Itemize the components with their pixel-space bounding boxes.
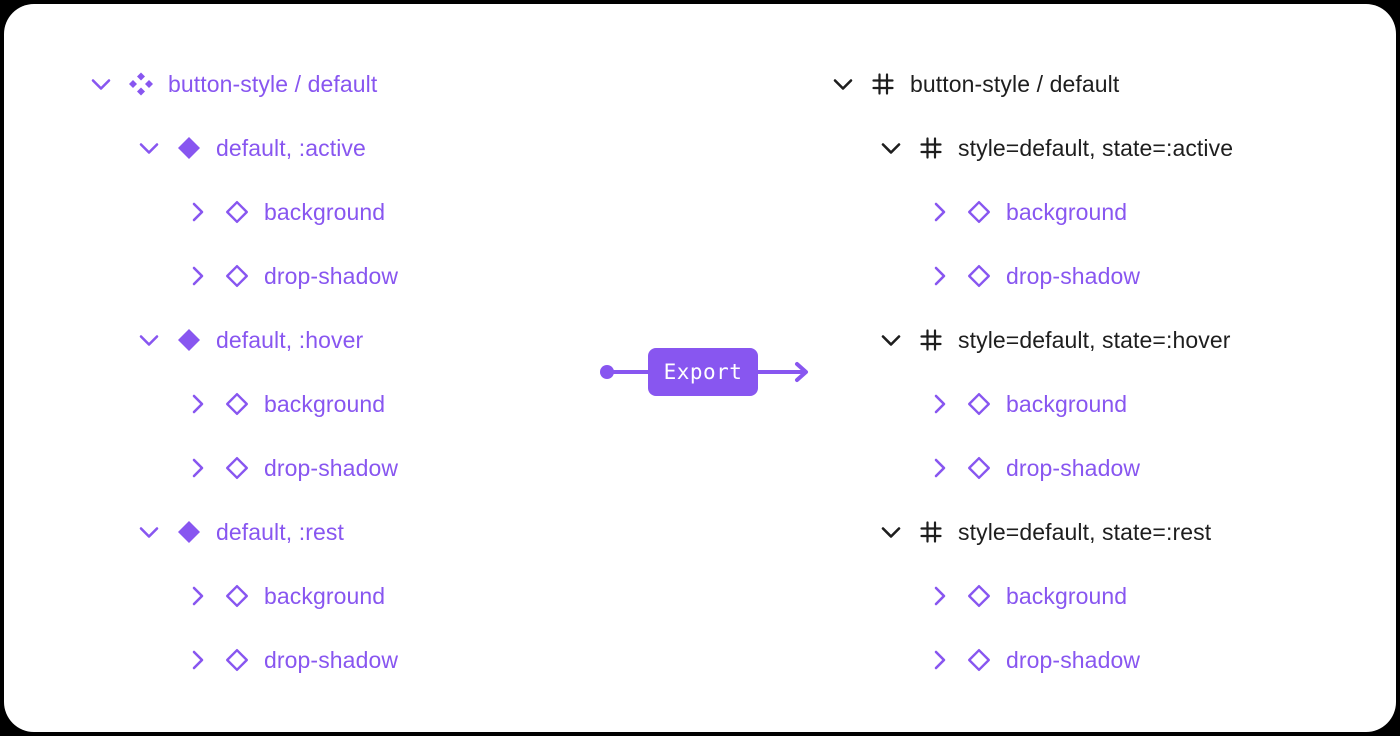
diamond-outline-icon	[226, 201, 248, 223]
export-button[interactable]: Export	[648, 348, 758, 396]
tree-columns: button-style / default default, :active ba…	[4, 4, 1396, 732]
chevron-right-icon[interactable]	[184, 583, 210, 609]
tree-row-label: drop-shadow	[264, 647, 399, 673]
tree-row[interactable]: drop-shadow	[88, 252, 608, 300]
tree-row-label: style=default, state=:rest	[958, 519, 1212, 545]
tree-row-label: background	[1006, 583, 1128, 609]
diamond-outline-icon	[968, 201, 990, 223]
chevron-right-icon[interactable]	[926, 263, 952, 289]
tree-row[interactable]: background	[88, 572, 608, 620]
arrow-right-icon	[755, 362, 808, 382]
frame-hash-icon	[920, 329, 942, 351]
chevron-down-icon[interactable]	[878, 135, 904, 161]
diamond-outline-icon	[968, 393, 990, 415]
tree-row[interactable]: drop-shadow	[830, 252, 1350, 300]
tree-row-label: background	[264, 199, 386, 225]
component-icon	[178, 329, 200, 351]
diamond-outline-icon	[968, 649, 990, 671]
diamond-outline-icon	[226, 393, 248, 415]
chevron-right-icon[interactable]	[926, 199, 952, 225]
tree-row-label: background	[1006, 199, 1128, 225]
diamond-outline-icon	[226, 585, 248, 607]
diamond-outline-icon	[968, 585, 990, 607]
tree-row[interactable]: drop-shadow	[88, 636, 608, 684]
chevron-right-icon[interactable]	[184, 199, 210, 225]
diamond-outline-icon	[226, 457, 248, 479]
export-connector: Export	[600, 348, 812, 396]
tree-row-label: drop-shadow	[264, 263, 399, 289]
component-set-icon	[129, 72, 153, 96]
chevron-right-icon[interactable]	[184, 647, 210, 673]
chevron-down-icon[interactable]	[830, 71, 856, 97]
connector-line	[613, 370, 651, 374]
tree-row-label: drop-shadow	[264, 455, 399, 481]
component-icon	[178, 137, 200, 159]
tree-row[interactable]: drop-shadow	[88, 444, 608, 492]
tree-row-label: default, :rest	[216, 519, 344, 545]
diamond-outline-icon	[226, 265, 248, 287]
tree-row[interactable]: default, :rest	[88, 508, 608, 556]
component-icon	[178, 521, 200, 543]
chevron-right-icon[interactable]	[184, 263, 210, 289]
chevron-down-icon[interactable]	[88, 71, 114, 97]
diamond-outline-icon	[226, 649, 248, 671]
tree-row[interactable]: drop-shadow	[830, 636, 1350, 684]
chevron-down-icon[interactable]	[136, 135, 162, 161]
tree-row[interactable]: drop-shadow	[830, 444, 1350, 492]
tree-row[interactable]: background	[830, 572, 1350, 620]
chevron-down-icon[interactable]	[878, 327, 904, 353]
tree-row[interactable]: style=default, state=:hover	[830, 316, 1350, 364]
diamond-outline-icon	[968, 265, 990, 287]
tree-row[interactable]: background	[830, 188, 1350, 236]
chevron-right-icon[interactable]	[926, 391, 952, 417]
tree-row-label: drop-shadow	[1006, 263, 1141, 289]
chevron-right-icon[interactable]	[926, 647, 952, 673]
tree-row-label: background	[264, 391, 386, 417]
tree-row[interactable]: background	[88, 188, 608, 236]
chevron-right-icon[interactable]	[184, 455, 210, 481]
tree-row[interactable]: style=default, state=:active	[830, 124, 1350, 172]
tree-row[interactable]: button-style / default	[830, 60, 1350, 108]
tree-row-label: background	[264, 583, 386, 609]
frame-hash-icon	[872, 73, 894, 95]
tree-row-label: style=default, state=:active	[958, 135, 1234, 161]
canvas-card: button-style / default default, :active ba…	[4, 4, 1396, 732]
chevron-down-icon[interactable]	[136, 327, 162, 353]
tree-row[interactable]: background	[88, 380, 608, 428]
tree-row[interactable]: default, :hover	[88, 316, 608, 364]
tree-row-label: drop-shadow	[1006, 455, 1141, 481]
connector-start-dot	[600, 365, 614, 379]
tree-row[interactable]: button-style / default	[88, 60, 608, 108]
chevron-right-icon[interactable]	[926, 455, 952, 481]
chevron-down-icon[interactable]	[136, 519, 162, 545]
frame-hash-icon	[920, 137, 942, 159]
exported-frame-tree: button-style / default style=default, sta…	[830, 60, 1350, 700]
chevron-right-icon[interactable]	[184, 391, 210, 417]
source-component-tree: button-style / default default, :active ba…	[88, 60, 608, 700]
tree-row[interactable]: background	[830, 380, 1350, 428]
tree-row-label: button-style / default	[168, 71, 378, 97]
chevron-right-icon[interactable]	[926, 583, 952, 609]
tree-row-label: default, :hover	[216, 327, 364, 353]
tree-row-label: default, :active	[216, 135, 366, 161]
tree-row-label: drop-shadow	[1006, 647, 1141, 673]
frame-hash-icon	[920, 521, 942, 543]
tree-row[interactable]: default, :active	[88, 124, 608, 172]
tree-row[interactable]: style=default, state=:rest	[830, 508, 1350, 556]
tree-row-label: button-style / default	[910, 71, 1120, 97]
chevron-down-icon[interactable]	[878, 519, 904, 545]
tree-row-label: style=default, state=:hover	[958, 327, 1231, 353]
diamond-outline-icon	[968, 457, 990, 479]
tree-row-label: background	[1006, 391, 1128, 417]
